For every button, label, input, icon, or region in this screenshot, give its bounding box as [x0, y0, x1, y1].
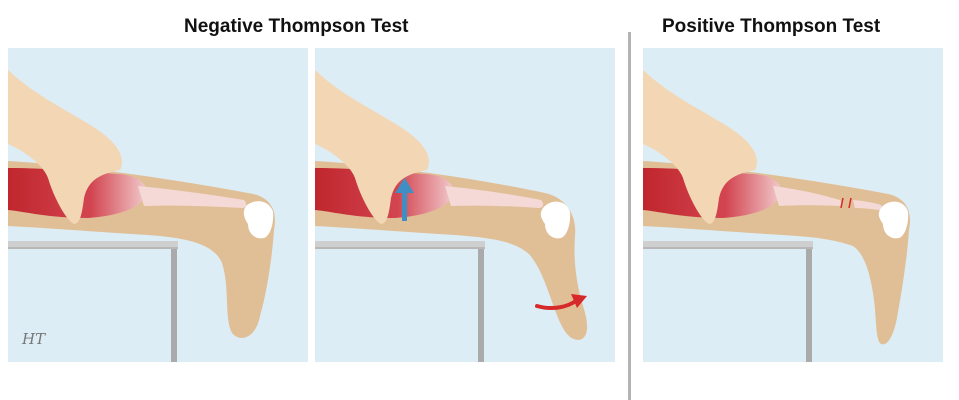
negative-test-panel-rest: HT	[8, 48, 308, 362]
achilles-tendon	[138, 186, 247, 208]
examiner-hand	[643, 70, 757, 224]
tendon-tear-icon	[840, 197, 852, 209]
up-arrow-icon	[395, 178, 414, 221]
negative-test-title: Negative Thompson Test	[184, 16, 409, 37]
heel-bone	[878, 201, 909, 239]
examiner-hand	[8, 70, 122, 224]
achilles-tendon	[445, 186, 544, 208]
positive-test-title: Positive Thompson Test	[662, 16, 881, 37]
positive-test-panel	[643, 48, 943, 362]
section-divider	[628, 32, 631, 400]
curved-arrow-icon	[535, 294, 587, 310]
negative-test-panel-squeeze	[315, 48, 615, 362]
heel-bone	[243, 201, 274, 239]
artist-signature: HT	[21, 330, 46, 348]
achilles-tendon-distal	[853, 200, 882, 210]
examiner-hand	[315, 70, 429, 224]
heel-bone	[540, 201, 571, 239]
exam-table	[315, 241, 485, 362]
exam-table	[8, 241, 178, 362]
exam-table	[643, 241, 813, 362]
achilles-tendon-proximal	[773, 186, 842, 206]
